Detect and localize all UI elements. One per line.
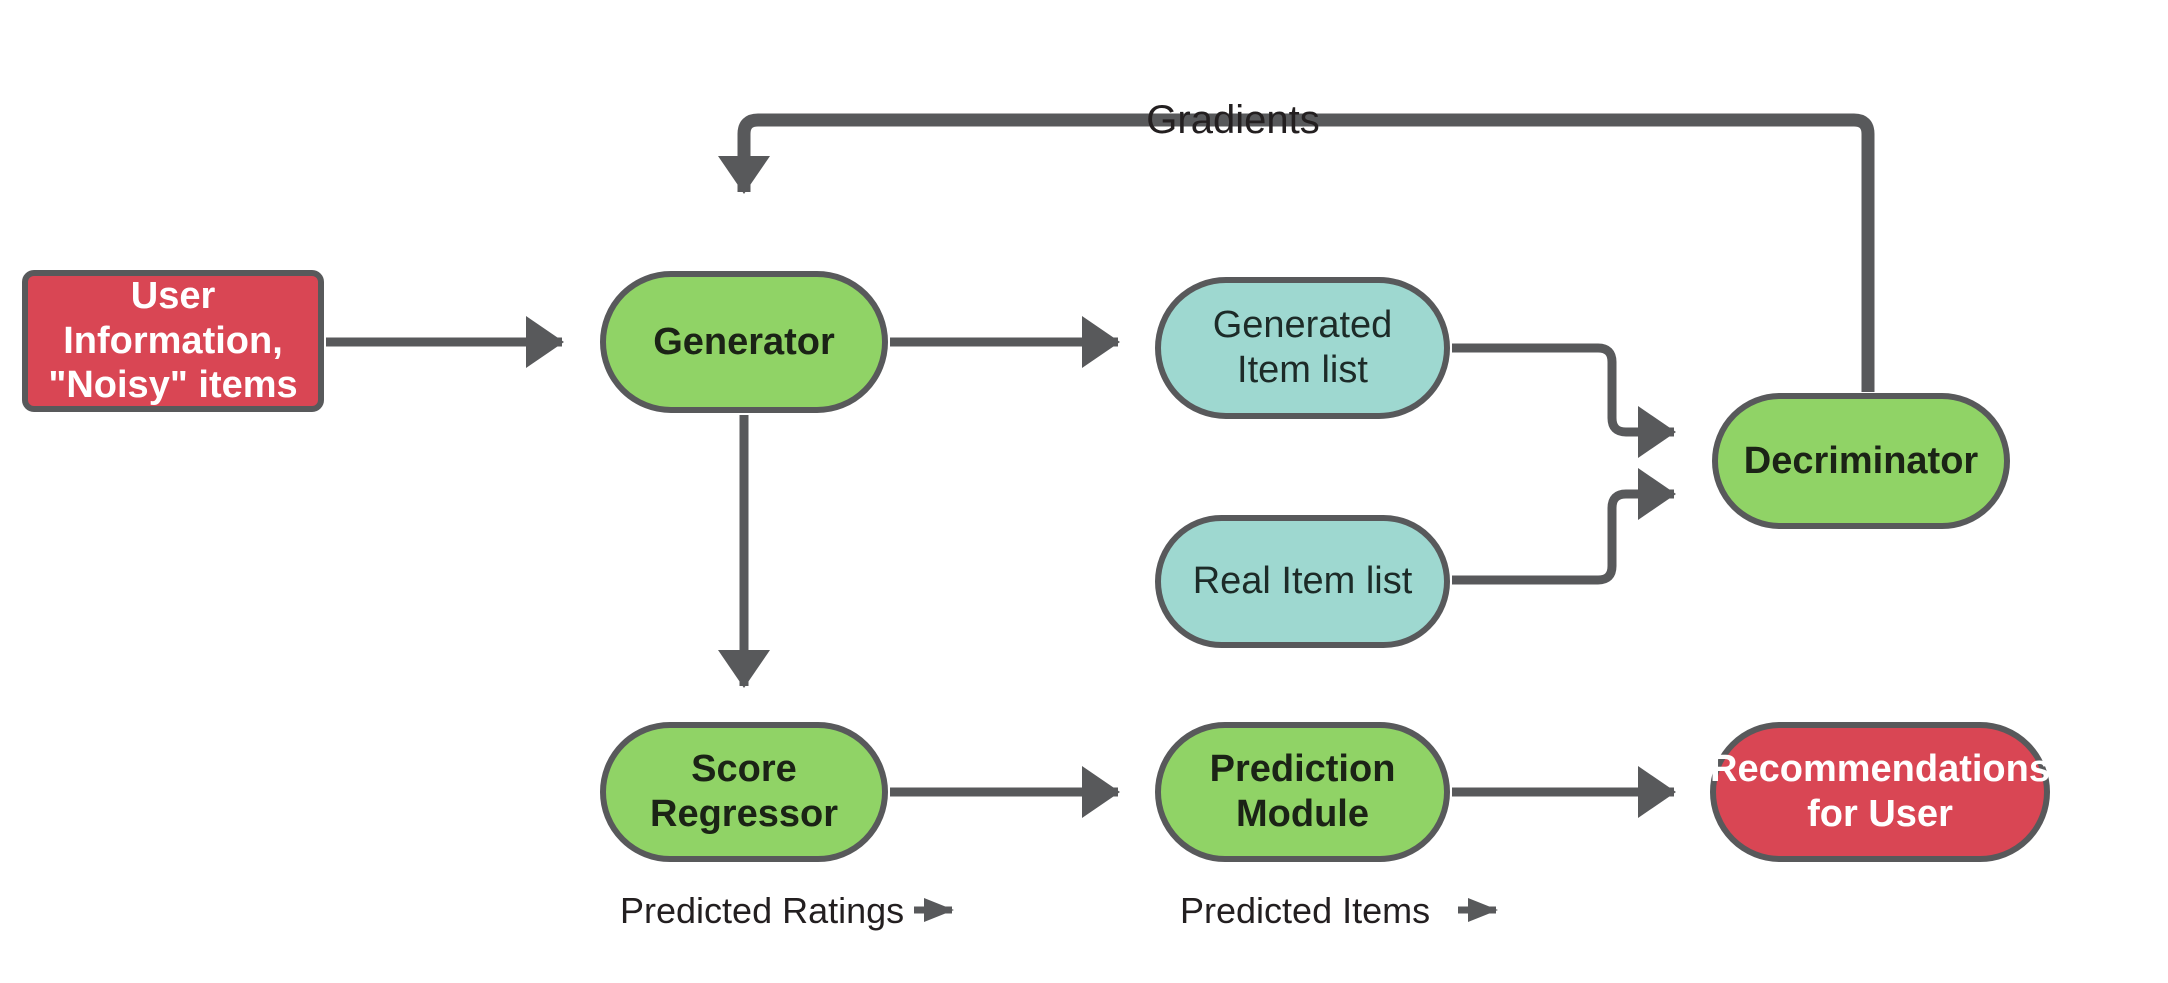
node-generator[interactable]: Generator bbox=[600, 271, 888, 413]
node-label: Recommendations for User bbox=[1710, 748, 2050, 835]
node-decriminator[interactable]: Decriminator bbox=[1712, 393, 2010, 529]
node-label: Score Regressor bbox=[650, 748, 838, 835]
node-score-regressor[interactable]: Score Regressor bbox=[600, 722, 888, 862]
node-user-information[interactable]: User Information, "Noisy" items bbox=[22, 270, 324, 412]
edge-label-gradients: Gradients bbox=[1146, 98, 1320, 142]
node-generated-item-list[interactable]: Generated Item list bbox=[1155, 277, 1450, 419]
node-prediction-module[interactable]: Prediction Module bbox=[1155, 722, 1450, 862]
node-recommendations-for-user[interactable]: Recommendations for User bbox=[1710, 722, 2050, 862]
node-label: Prediction Module bbox=[1209, 748, 1396, 835]
edge-real-item-list-to-decriminator bbox=[1452, 468, 1676, 585]
node-label: User Information, "Noisy" items bbox=[48, 274, 298, 407]
node-label: Generator bbox=[653, 320, 835, 363]
node-label: Decriminator bbox=[1743, 439, 1979, 482]
edge-generated-item-list-to-decriminator bbox=[1452, 343, 1676, 458]
edge-label-predicted-items: Predicted Items bbox=[1180, 890, 1431, 931]
node-label: Generated Item list bbox=[1212, 304, 1393, 391]
node-real-item-list[interactable]: Real Item list bbox=[1155, 515, 1450, 648]
node-label: Real Item list bbox=[1192, 560, 1413, 603]
edge-label-predicted-ratings: Predicted Ratings bbox=[620, 890, 905, 931]
